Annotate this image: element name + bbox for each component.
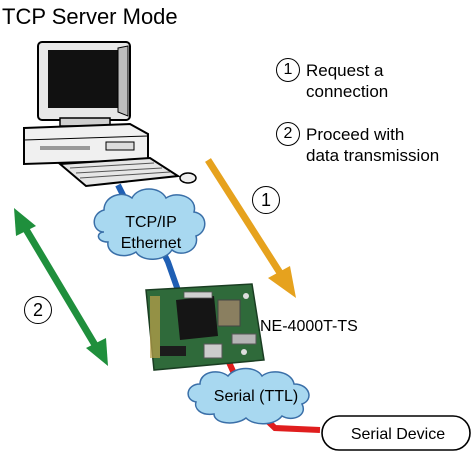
request-arrow [205,158,296,298]
circuit-board-icon [145,283,265,371]
step-1-text: Request a connection [306,60,388,102]
serial-device-label: Serial Device [350,426,446,443]
ethernet-cloud-label: TCP/IP Ethernet [102,212,200,254]
ethernet-cloud-icon [93,188,206,260]
step-2-line-1: Proceed with [306,125,405,144]
serial-cloud-icon [187,367,310,425]
diagram-title: TCP Server Mode [2,4,178,29]
step-2-text: Proceed with data transmission [306,124,439,166]
arrow-1-label: 1 [252,186,280,214]
arrow-2-label: 2 [24,296,52,324]
serial-cloud-label: Serial (TTL) [213,388,299,405]
step-1-line-1: Request a [306,61,384,80]
step-1-line-2: connection [306,82,389,101]
step-2-line-2: data transmission [306,146,440,165]
serial-device-box [321,415,471,451]
step-1-number: 1 [276,58,300,82]
module-label: NE-4000T-TS [260,318,358,335]
computer-icon [23,41,197,188]
transmission-arrow [14,208,108,366]
ethernet-cloud-line-2: Ethernet [120,235,182,252]
step-2-number: 2 [276,122,300,146]
ethernet-cloud-line-1: TCP/IP [125,214,177,231]
